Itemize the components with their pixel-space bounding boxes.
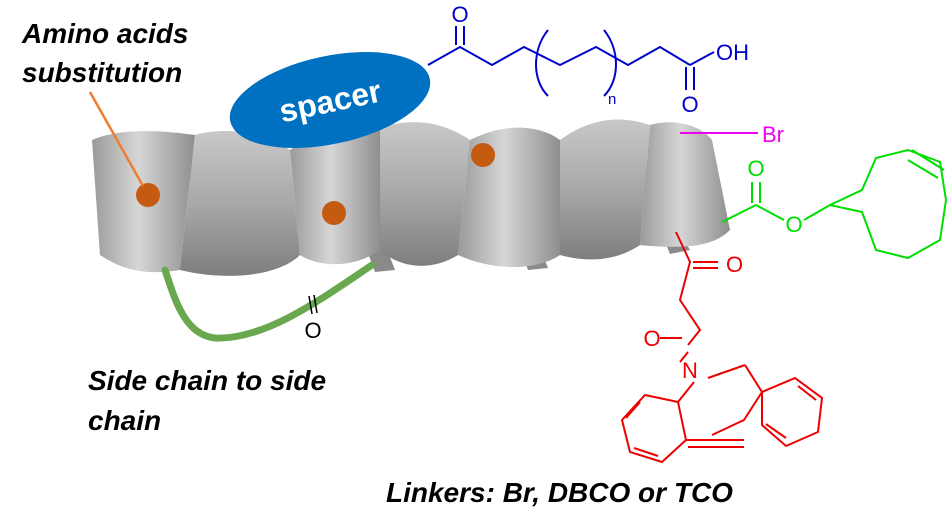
side-chain-label-line2: chain: [88, 405, 161, 436]
dbco-amide-oxygen: O: [643, 326, 660, 351]
fatty-acid-chain: [427, 26, 715, 97]
amino-acids-label-line2: substitution: [22, 57, 182, 88]
alpha-helix: [92, 119, 730, 276]
staple-oxygen-label: O: [304, 318, 321, 343]
dbco-ketone-oxygen: O: [726, 252, 743, 277]
amino-acid-dot: [136, 183, 160, 207]
amino-acid-dot: [322, 201, 346, 225]
bromide-label: Br: [762, 122, 784, 147]
linkers-caption: Linkers: Br, DBCO or TCO: [386, 477, 733, 508]
amino-acid-pointer: [88, 91, 145, 187]
dbco-nitrogen: N: [682, 358, 698, 383]
dbco-linker: [620, 231, 824, 464]
fatty-oxygen-top: O: [451, 2, 468, 27]
fatty-oxygen-bottom: O: [681, 92, 698, 117]
amino-acids-label-line1: Amino acids: [21, 18, 188, 49]
side-chain-staple: O: [161, 261, 376, 343]
tco-carbonyl-oxygen: O: [747, 156, 764, 181]
tco-ester-oxygen: O: [785, 212, 802, 237]
fatty-hydroxyl: OH: [716, 40, 749, 65]
amino-acid-dots: [136, 143, 495, 225]
side-chain-label-line1: Side chain to side: [88, 365, 326, 396]
tco-linker: [721, 148, 948, 260]
fatty-repeat-n: n: [608, 91, 616, 108]
amino-acid-dot: [471, 143, 495, 167]
spacer-ellipse: spacer: [229, 52, 431, 148]
